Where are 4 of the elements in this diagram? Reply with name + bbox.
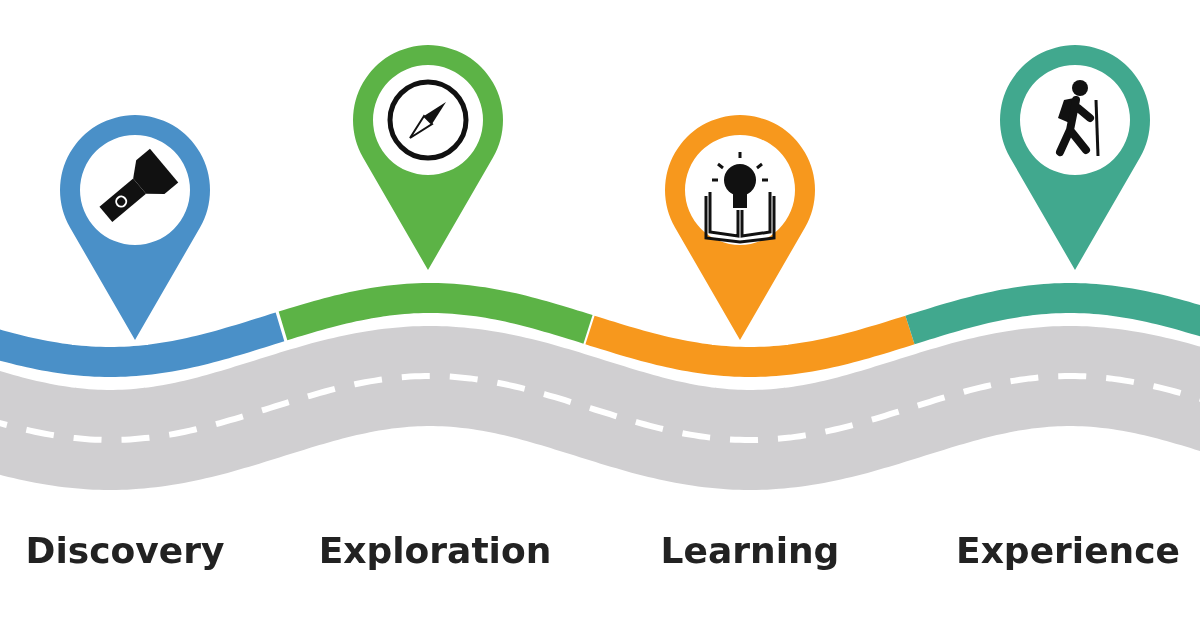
stage-label: Exploration — [318, 530, 552, 571]
stage-label: Experience — [956, 530, 1180, 571]
stage-label: Learning — [660, 530, 840, 571]
stage-label: Discovery — [25, 530, 225, 571]
